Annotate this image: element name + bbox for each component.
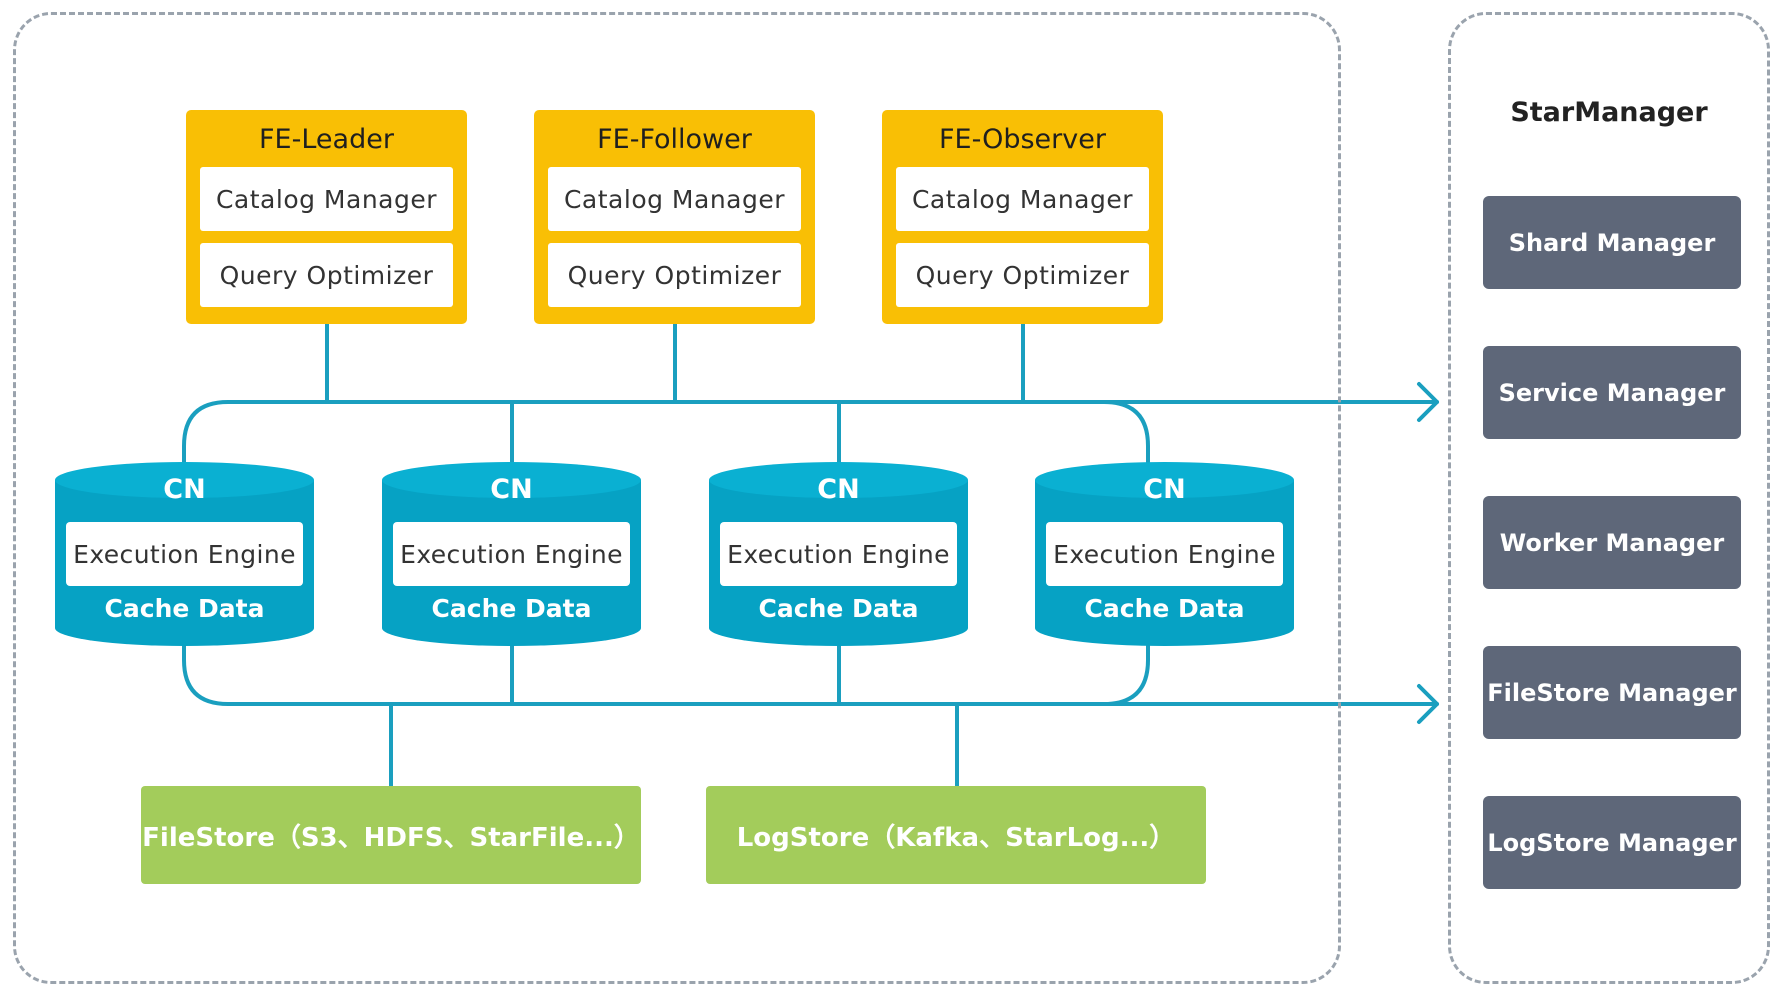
logstore-manager-box: LogStore Manager: [1483, 796, 1741, 889]
lower-bus: [182, 643, 1150, 706]
execution-engine-module: Execution Engine: [720, 522, 957, 586]
worker-manager-box: Worker Manager: [1483, 496, 1741, 589]
filestore-manager-box: FileStore Manager: [1483, 646, 1741, 739]
logstore-box: LogStore（Kafka、StarLog...）: [706, 786, 1206, 884]
catalog-manager-module: Catalog Manager: [200, 167, 453, 231]
execution-engine-module: Execution Engine: [66, 522, 303, 586]
starmanager-title: StarManager: [1510, 97, 1708, 128]
cn-title: CN: [1143, 474, 1186, 505]
compute-node-4: CN Execution Engine Cache Data: [1033, 460, 1296, 648]
cache-data-label: Cache Data: [431, 594, 592, 623]
compute-node-3: CN Execution Engine Cache Data: [707, 460, 970, 648]
fe-title: FE-Observer: [939, 124, 1106, 155]
compute-node-2: CN Execution Engine Cache Data: [380, 460, 643, 648]
upper-arrow-head: [1417, 382, 1439, 422]
fe-title: FE-Leader: [259, 124, 394, 155]
fe-leader-node: FE-Leader Catalog Manager Query Optimize…: [186, 110, 467, 324]
shard-manager-box: Shard Manager: [1483, 196, 1741, 289]
cn-title: CN: [163, 474, 206, 505]
fe-title: FE-Follower: [597, 124, 752, 155]
cache-data-label: Cache Data: [1084, 594, 1245, 623]
compute-node-1: CN Execution Engine Cache Data: [53, 460, 316, 648]
fe-observer-node: FE-Observer Catalog Manager Query Optimi…: [882, 110, 1163, 324]
fe-follower-node: FE-Follower Catalog Manager Query Optimi…: [534, 110, 815, 324]
query-optimizer-module: Query Optimizer: [548, 243, 801, 307]
catalog-manager-module: Catalog Manager: [896, 167, 1149, 231]
cn-title: CN: [490, 474, 533, 505]
cache-data-label: Cache Data: [758, 594, 919, 623]
upper-bus: [182, 400, 1150, 467]
cache-data-label: Cache Data: [104, 594, 265, 623]
cn-title: CN: [817, 474, 860, 505]
lower-arrow-head: [1417, 684, 1439, 724]
filestore-box: FileStore（S3、HDFS、StarFile...）: [141, 786, 641, 884]
service-manager-box: Service Manager: [1483, 346, 1741, 439]
starmanager-group-box: [1448, 12, 1770, 984]
query-optimizer-module: Query Optimizer: [896, 243, 1149, 307]
execution-engine-module: Execution Engine: [1046, 522, 1283, 586]
query-optimizer-module: Query Optimizer: [200, 243, 453, 307]
execution-engine-module: Execution Engine: [393, 522, 630, 586]
cluster-group-box: [13, 12, 1341, 984]
catalog-manager-module: Catalog Manager: [548, 167, 801, 231]
